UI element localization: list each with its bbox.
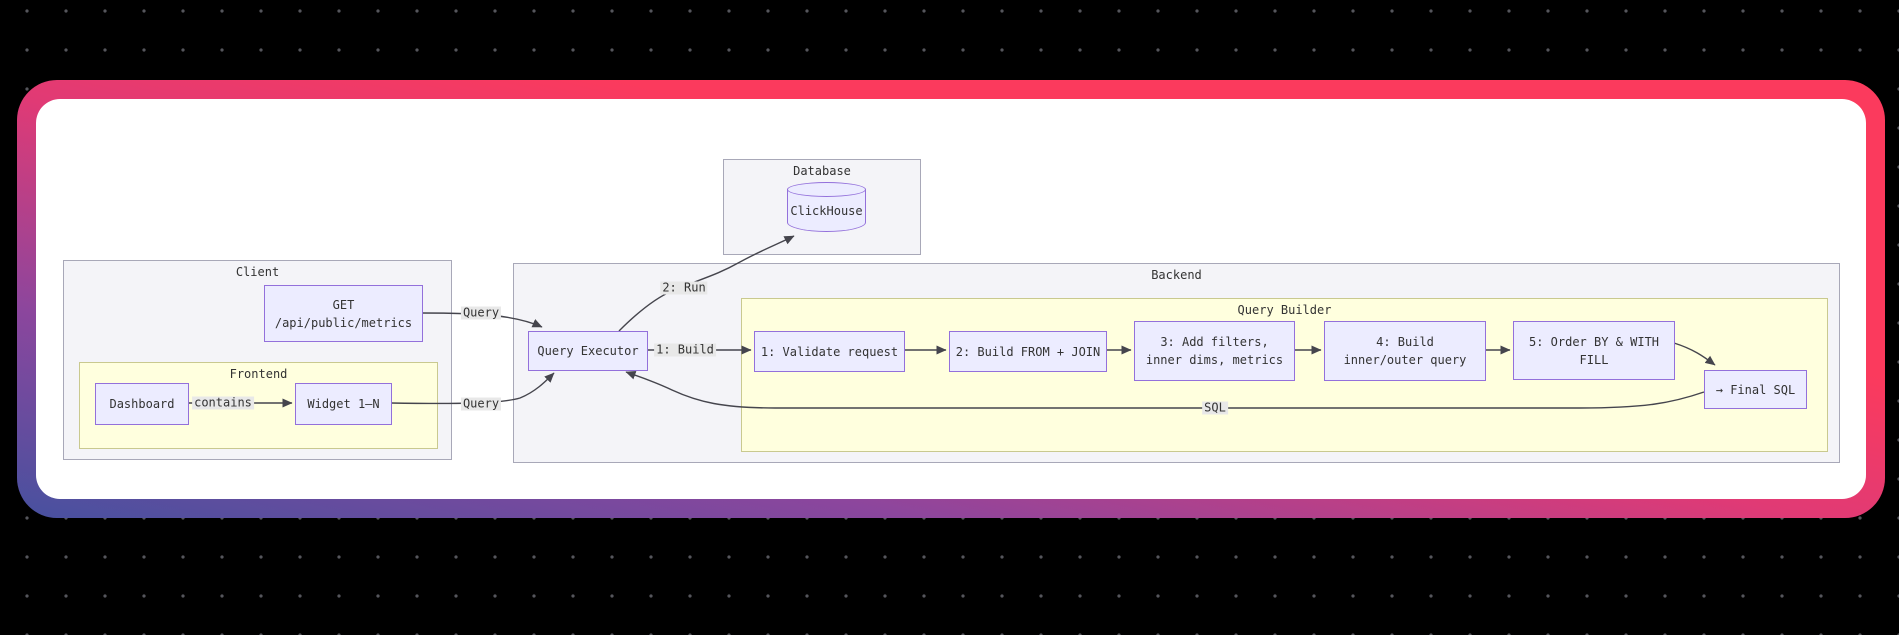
node-get-endpoint-line2: /api/public/metrics xyxy=(274,315,413,330)
node-step1-validate: 1: Validate request xyxy=(754,331,905,372)
edge-widget-to-executor xyxy=(390,372,555,405)
edge-label-build: 1: Build xyxy=(654,342,716,357)
edge-label-run: 2: Run xyxy=(660,280,708,295)
node-widget: Widget 1–N xyxy=(295,383,392,425)
node-step4-build-inner-outer: 4: Build inner/outer query xyxy=(1324,321,1486,381)
node-final-sql: → Final SQL xyxy=(1704,370,1807,409)
node-step5-order-by-with-fill: 5: Order BY & WITH FILL xyxy=(1513,321,1675,380)
edge-executor-to-clickhouse xyxy=(618,235,795,332)
edge-final-sql-to-executor xyxy=(625,370,1705,409)
node-get-endpoint: GET /api/public/metrics xyxy=(264,285,423,342)
edge-step5-to-final-sql xyxy=(1673,342,1716,366)
node-clickhouse-label: ClickHouse xyxy=(790,204,863,218)
cluster-client-label: Client xyxy=(235,265,280,279)
node-step2-build-from-join: 2: Build FROM + JOIN xyxy=(949,331,1107,372)
cluster-backend-label: Backend xyxy=(1151,268,1202,282)
edge-label-sql: SQL xyxy=(1202,400,1228,415)
cluster-frontend-label: Frontend xyxy=(229,367,288,381)
cluster-database-label: Database xyxy=(793,164,851,178)
edge-label-contains: contains xyxy=(192,395,254,410)
edge-label-query-top: Query xyxy=(460,305,502,320)
cluster-database: Database xyxy=(723,159,921,255)
node-get-endpoint-line1: GET xyxy=(332,297,355,312)
node-query-executor: Query Executor xyxy=(528,331,648,371)
node-clickhouse: ClickHouse xyxy=(787,182,866,232)
cluster-query-builder-label: Query Builder xyxy=(1237,303,1332,317)
edge-label-query-bottom: Query xyxy=(460,396,502,411)
node-step3-add-filters: 3: Add filters, inner dims, metrics xyxy=(1134,321,1295,381)
node-dashboard: Dashboard xyxy=(95,383,189,425)
